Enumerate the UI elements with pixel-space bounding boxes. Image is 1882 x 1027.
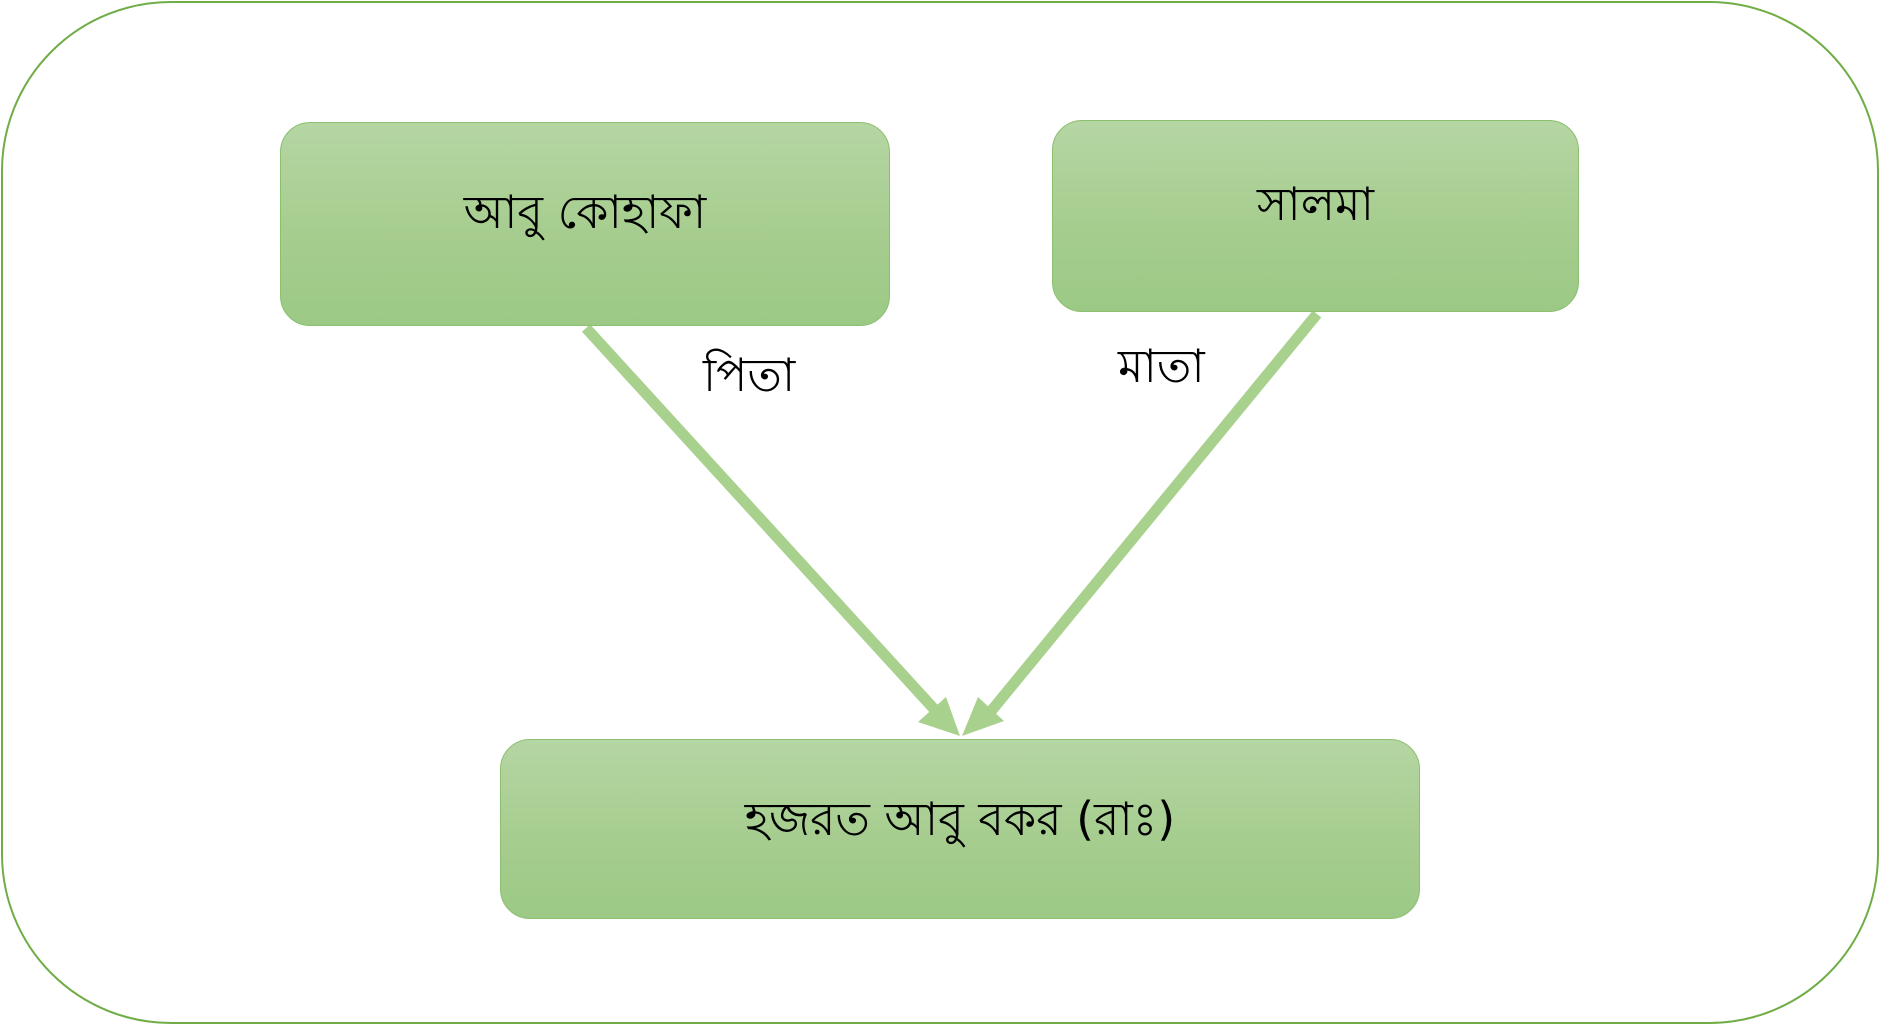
node-father-label: আবু কোহাফা [463, 185, 707, 239]
node-father: আবু কোহাফা [280, 122, 890, 326]
edge-label-father: পিতা [703, 348, 796, 402]
node-mother-label: সালমা [1257, 177, 1374, 231]
node-mother: সালমা [1052, 120, 1579, 312]
node-child: হজরত আবু বকর (রাঃ) [500, 739, 1420, 919]
edge-label-mother: মাতা [1118, 339, 1205, 393]
node-child-label: হজরত আবু বকর (রাঃ) [744, 792, 1176, 846]
